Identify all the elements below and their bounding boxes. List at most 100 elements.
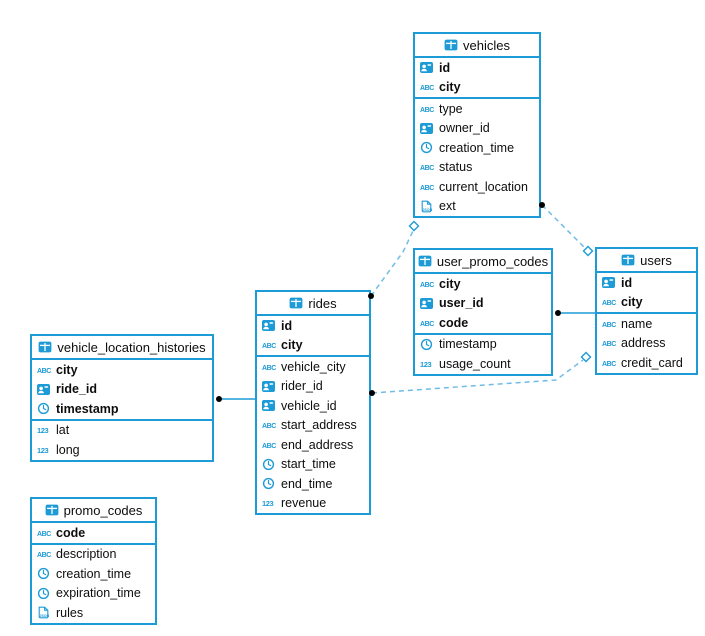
column-row-timestamp[interactable]: timestamp <box>32 399 212 419</box>
svg-text:ABC: ABC <box>262 365 276 372</box>
json-document-icon: JSON <box>420 200 437 213</box>
column-row-start_time[interactable]: start_time <box>257 455 369 475</box>
column-row-end_time[interactable]: end_time <box>257 474 369 494</box>
column-row-owner_id[interactable]: owner_id <box>415 119 539 139</box>
svg-text:JSON: JSON <box>422 208 432 212</box>
column-name: code <box>56 525 86 540</box>
table-title: users <box>640 252 672 268</box>
table-title: promo_codes <box>63 502 143 518</box>
connector-diamond <box>580 351 592 363</box>
column-name: long <box>56 442 80 457</box>
clock-icon <box>37 402 54 415</box>
table-title: vehicles <box>463 37 510 53</box>
svg-text:ABC: ABC <box>420 165 434 172</box>
svg-text:ABC: ABC <box>602 322 616 329</box>
table-header[interactable]: users <box>597 249 696 273</box>
table-header[interactable]: user_promo_codes <box>415 250 551 274</box>
table-header[interactable]: promo_codes <box>32 499 155 523</box>
table-header[interactable]: vehicle_location_histories <box>32 336 212 360</box>
abc-string-type-icon: ABC <box>420 82 437 92</box>
column-row-ride_id[interactable]: ride_id <box>32 380 212 400</box>
abc-string-type-icon: ABC <box>37 528 54 538</box>
clock-icon <box>262 458 279 471</box>
column-name: code <box>439 315 469 330</box>
column-row-creation_time[interactable]: creation_time <box>415 138 539 158</box>
column-name: user_id <box>439 296 484 311</box>
svg-text:ABC: ABC <box>262 443 276 450</box>
abc-string-type-icon: ABC <box>420 182 437 192</box>
number-123-icon: 123 <box>420 359 437 369</box>
column-row-timestamp[interactable]: timestamp <box>415 335 551 355</box>
table-header[interactable]: rides <box>257 292 369 316</box>
relation-vehicle_location_histories-rides[interactable] <box>216 396 255 402</box>
column-name: creation_time <box>439 140 515 155</box>
column-name: credit_card <box>621 355 683 370</box>
column-name: creation_time <box>56 566 132 581</box>
abc-string-type-icon: ABC <box>262 420 279 430</box>
column-row-id[interactable]: id <box>257 316 369 336</box>
clock-icon <box>420 338 437 351</box>
number-123-icon: 123 <box>37 445 54 455</box>
column-row-creation_time[interactable]: creation_time <box>32 564 155 584</box>
column-row-code[interactable]: ABC code <box>32 523 155 543</box>
abc-string-type-icon: ABC <box>262 362 279 372</box>
abc-string-type-icon: ABC <box>262 440 279 450</box>
svg-text:ABC: ABC <box>37 531 51 538</box>
abc-string-type-icon: ABC <box>420 104 437 114</box>
column-row-id[interactable]: id <box>597 273 696 293</box>
column-row-user_id[interactable]: user_id <box>415 294 551 314</box>
column-row-vehicle_id[interactable]: vehicle_id <box>257 396 369 416</box>
svg-text:ABC: ABC <box>420 85 434 92</box>
svg-text:ABC: ABC <box>420 107 434 114</box>
column-name: owner_id <box>439 121 490 136</box>
column-name: city <box>56 362 78 377</box>
column-name: city <box>621 295 643 310</box>
clock-icon <box>37 587 54 600</box>
column-row-rider_id[interactable]: rider_id <box>257 377 369 397</box>
relation-rides-vehicles[interactable] <box>368 220 420 300</box>
column-row-expiration_time[interactable]: expiration_time <box>32 584 155 604</box>
table-header[interactable]: vehicles <box>415 34 539 58</box>
clock-icon <box>37 567 54 580</box>
table-grid-icon <box>418 255 432 267</box>
column-name: city <box>439 276 461 291</box>
relation-user_promo_codes-users[interactable] <box>555 310 595 316</box>
column-row-id[interactable]: id <box>415 58 539 78</box>
